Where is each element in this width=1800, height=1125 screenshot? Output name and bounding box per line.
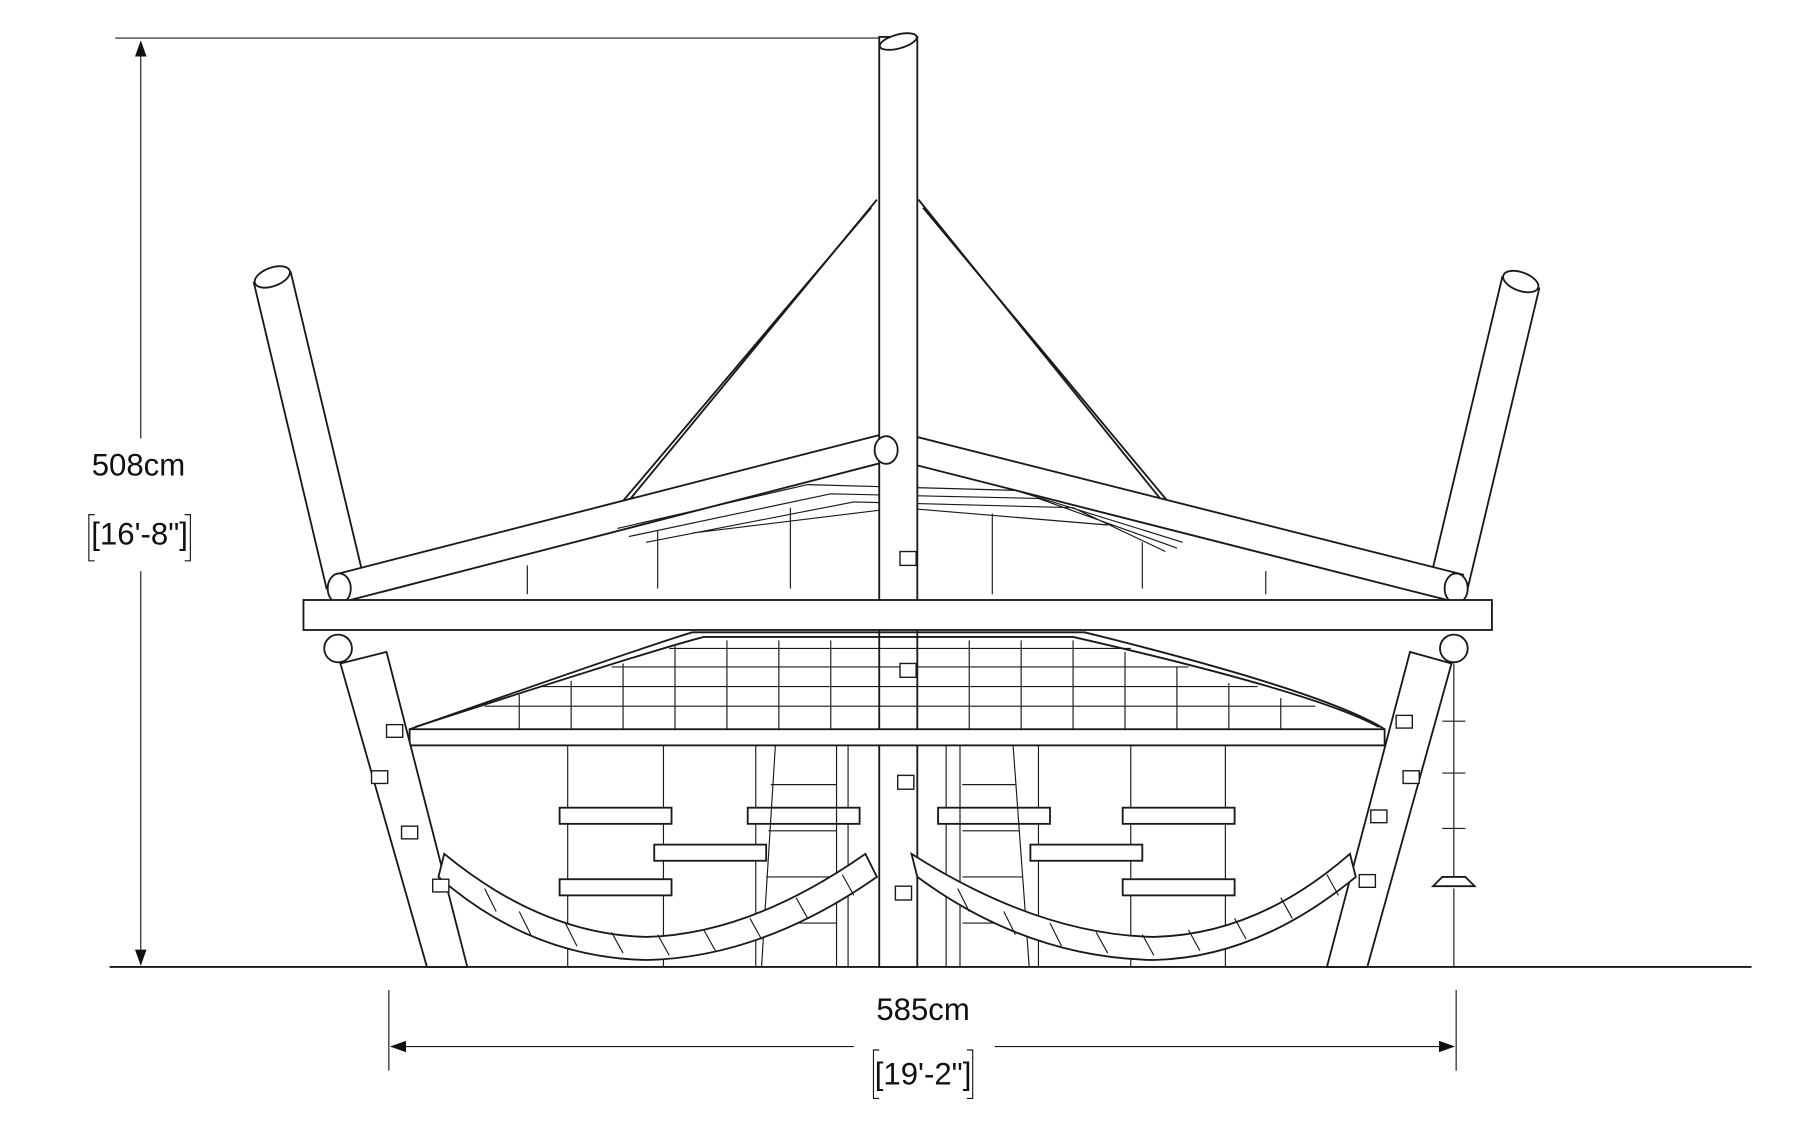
climbing-holds [370,550,1420,901]
lower-net [409,631,1386,731]
height-imperial-label: [16'-8"] [91,517,188,552]
height-dimension: 508cm [16'-8"] [88,37,912,966]
rope-ladders [558,745,1236,967]
lower-deck-beam [408,728,1386,747]
rope-hammocks [437,851,1357,961]
width-metric-label: 585cm [876,992,969,1027]
disc-swing [1430,663,1477,967]
platform-beam [302,599,1493,631]
guy-ropes [616,199,1184,520]
height-metric-label: 508cm [92,447,185,482]
right-upper-post [1429,269,1541,590]
left-upper-post [252,265,365,590]
center-mast [873,32,919,968]
left-lower-post [339,650,469,968]
width-dimension: 585cm [19'-2"] [388,989,1457,1100]
width-imperial-label: [19'-2"] [875,1057,972,1092]
right-lower-post [1325,650,1453,968]
